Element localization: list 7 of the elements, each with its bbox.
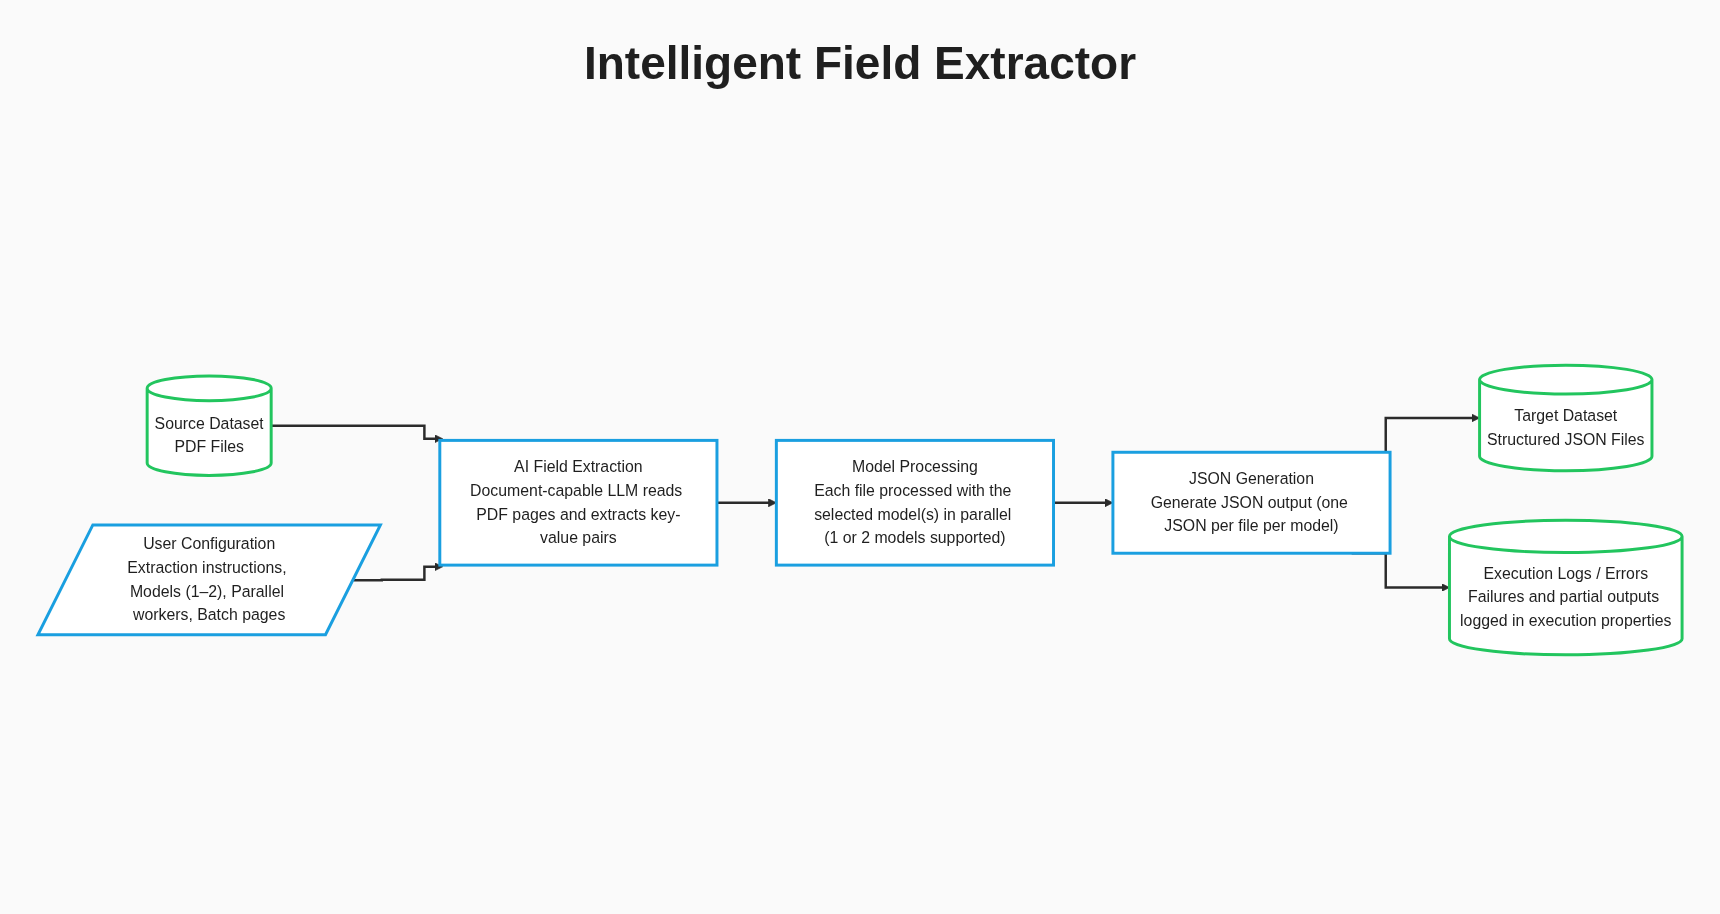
diagram-title: Intelligent Field Extractor	[582, 36, 1138, 91]
node-box: JSON Generation Generate JSON output (one JSON per file per model)	[1111, 450, 1392, 555]
arrow	[271, 424, 443, 444]
arrow	[353, 562, 443, 582]
arrow	[716, 498, 777, 508]
node-box: Model Processing Each file processed with the selected model(s) in parallel (1 or 2 models supported)	[774, 438, 1055, 567]
node-box: AI Field Extraction Document-capable LLM reads PDF pages and extracts key-value pairs	[438, 438, 719, 567]
